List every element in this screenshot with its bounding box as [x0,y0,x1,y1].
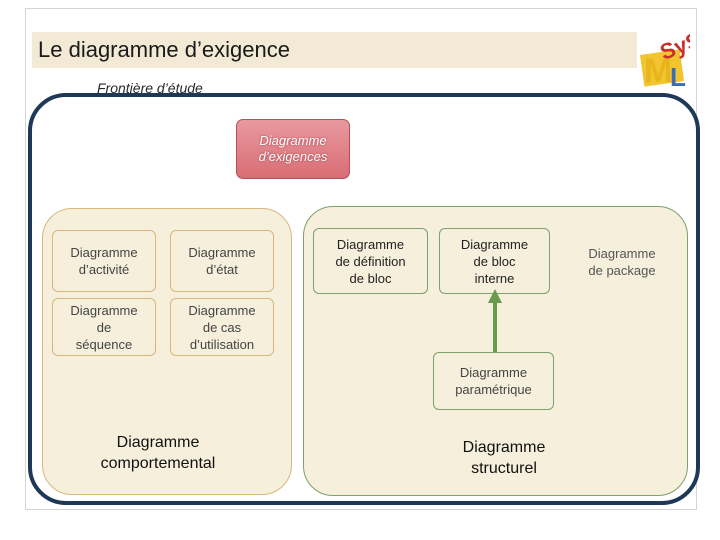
structural-group-label: Diagramme structurel [462,439,546,477]
connector-arrowhead [488,289,502,303]
study-boundary [28,93,700,505]
internal-block-diagram-box: Diagramme de bloc interne [439,228,550,294]
package-diagram-box: Diagramme de package [588,246,656,278]
study-boundary-label: Frontière d’étude [97,80,203,96]
sysml-logo: M SyS L [639,30,690,88]
title-bar [32,32,637,68]
activity-diagram-box: Diagramme d’activité [52,230,156,292]
requirements-diagram-box: Diagramme d’exigences [236,119,350,179]
sysml-logo-mark: M SyS L [639,30,690,88]
behavioral-group-label: Diagramme comportemental [100,434,216,472]
svg-text:L: L [670,62,686,88]
state-diagram-box: Diagramme d’état [170,230,274,292]
block-definition-diagram-box: Diagramme de définition de bloc [313,228,428,294]
use-case-diagram-box: Diagramme de cas d’utilisation [170,298,274,356]
sequence-diagram-box: Diagramme de séquence [52,298,156,356]
svg-text:M: M [644,52,672,88]
parametric-diagram-box: Diagramme paramétrique [433,352,554,410]
slide-title: Le diagramme d’exigence [38,37,290,62]
connector-line [493,302,497,352]
